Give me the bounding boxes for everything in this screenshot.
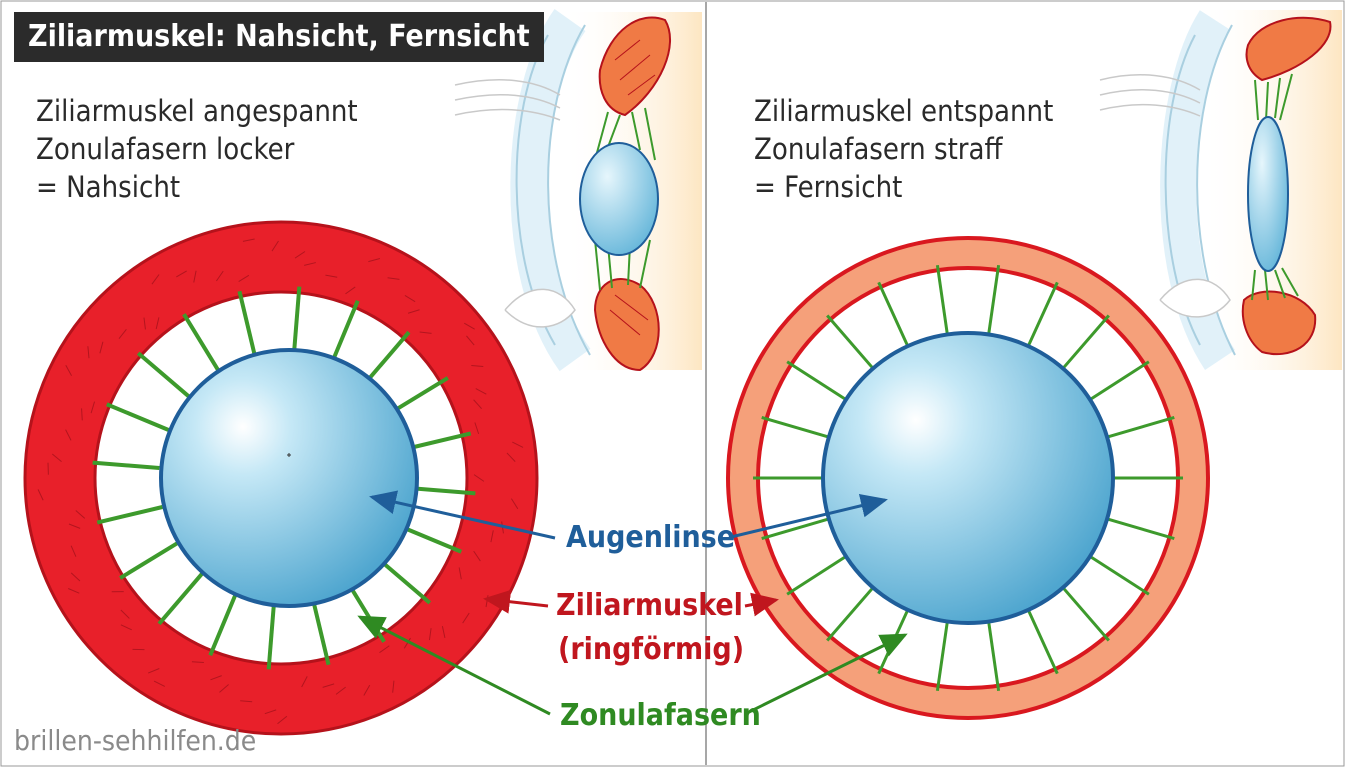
zonula-fiber	[406, 433, 471, 449]
zonula-fiber	[1104, 417, 1174, 438]
zonula-fiber	[879, 282, 909, 348]
zonula-fiber	[332, 301, 358, 363]
zonula-fiber	[379, 559, 430, 603]
far-vision-description: Ziliarmuskel entspannt Zonulafasern stra…	[754, 92, 1053, 206]
zonula-fiber	[239, 291, 255, 356]
lens-thick	[161, 350, 417, 606]
zonula-fiber	[827, 316, 875, 371]
zonula-fiber	[159, 573, 203, 624]
lens-thin	[823, 333, 1113, 623]
page-title: Ziliarmuskel: Nahsicht, Fernsicht	[14, 12, 544, 62]
near-line-1: Ziliarmuskel angespannt	[36, 92, 358, 130]
zonula-fiber	[937, 619, 947, 691]
eye-inset-near	[455, 12, 702, 370]
zonula-fiber	[1027, 282, 1057, 348]
zonula-fiber	[1061, 585, 1109, 640]
zonula-fiber	[313, 600, 329, 665]
label-muscle-line2: (ringförmig)	[558, 632, 744, 667]
zonula-fiber	[1027, 607, 1057, 673]
zonula-fiber	[365, 332, 409, 383]
label-fibers: Zonulafasern	[560, 698, 761, 733]
near-vision-description: Ziliarmuskel angespannt Zonulafasern loc…	[36, 92, 358, 206]
zonula-fiber	[1104, 518, 1174, 539]
zonula-fiber	[937, 265, 947, 337]
zonula-fiber	[787, 555, 848, 594]
far-line-3: = Fernsicht	[754, 168, 1053, 206]
zonula-fiber	[988, 265, 998, 337]
muscle-hatch-stroke	[192, 662, 204, 663]
zonula-fiber	[349, 585, 384, 642]
label-muscle-line1: Ziliarmuskel	[556, 588, 743, 623]
near-line-3: = Nahsicht	[36, 168, 358, 206]
ring-diagram-near	[25, 222, 537, 734]
zonula-fiber	[210, 593, 236, 655]
zonula-fiber	[988, 619, 998, 691]
zonula-fiber	[269, 603, 274, 670]
zonula-fiber	[1087, 555, 1148, 594]
zonula-fiber	[294, 287, 299, 354]
near-line-2: Zonulafasern locker	[36, 130, 358, 168]
far-line-2: Zonulafasern straff	[754, 130, 1053, 168]
zonula-fiber	[1061, 316, 1109, 371]
zonula-fiber	[138, 353, 189, 397]
zonula-fiber	[93, 463, 160, 468]
zonula-fiber	[399, 526, 461, 552]
zonula-fiber	[391, 378, 448, 413]
zonula-fiber	[827, 585, 875, 640]
zonula-fiber	[184, 314, 219, 371]
zonula-fiber	[107, 404, 169, 430]
ring-diagram-far	[728, 238, 1208, 718]
zonula-fiber	[787, 362, 848, 401]
label-lens: Augenlinse	[566, 520, 735, 555]
zonula-fiber	[1087, 362, 1148, 401]
zonula-fiber	[120, 543, 177, 578]
zonula-fiber	[97, 507, 162, 523]
watermark: brillen-sehhilfen.de	[14, 724, 256, 757]
far-line-1: Ziliarmuskel entspannt	[754, 92, 1053, 130]
zonula-fiber	[762, 417, 832, 438]
